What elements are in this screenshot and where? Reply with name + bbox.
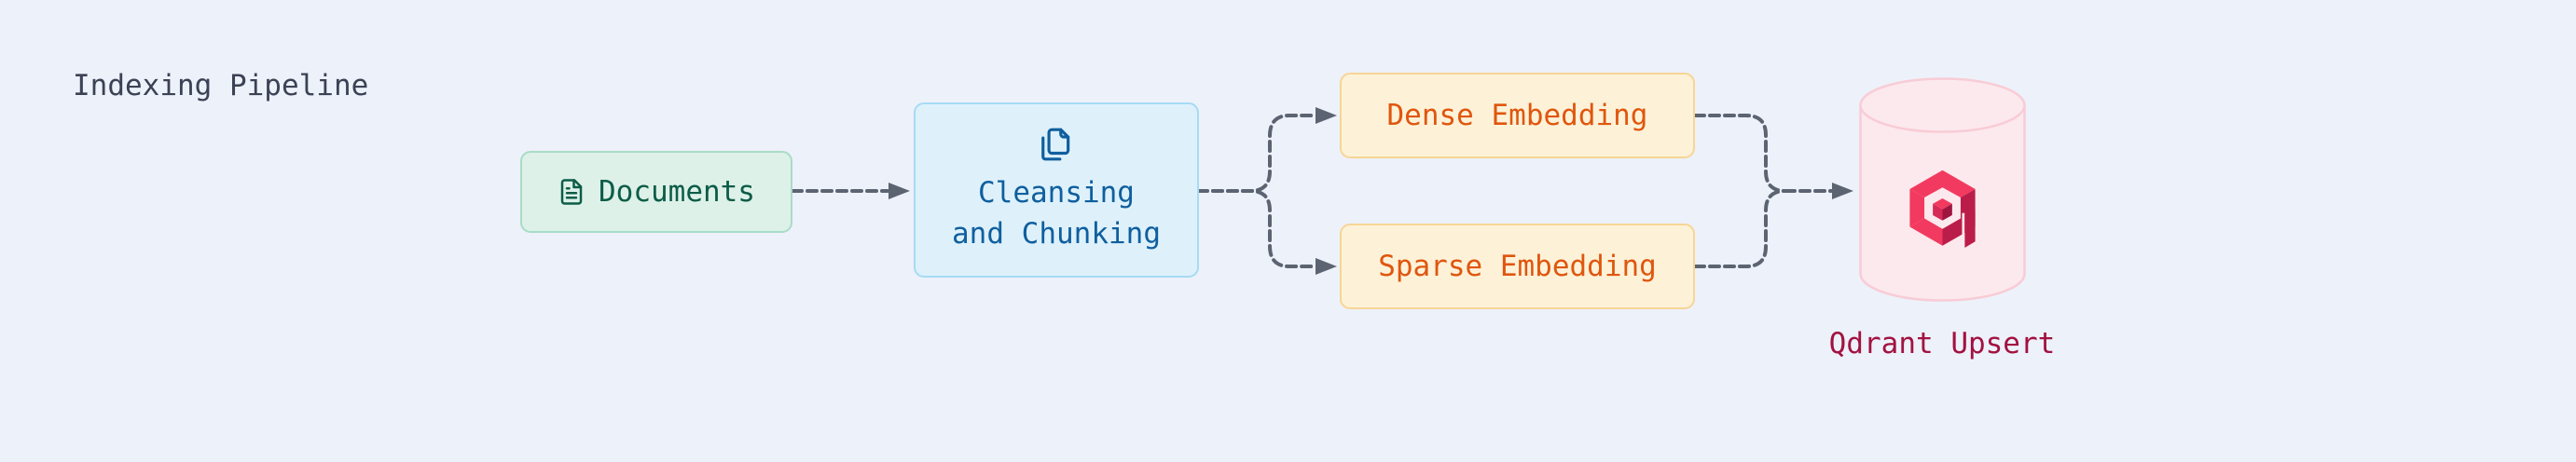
connector-cleansing-to-sparse xyxy=(1196,189,1337,275)
node-cleansing-label-line1: Cleansing xyxy=(978,176,1135,210)
node-documents-label: Documents xyxy=(599,175,755,209)
connector-documents-to-cleansing xyxy=(791,183,910,199)
node-dense-embedding: Dense Embedding xyxy=(1340,73,1695,158)
connector-merge-to-qdrant xyxy=(1784,183,1853,199)
qdrant-database-cylinder-icon xyxy=(1859,77,2026,302)
connector-sparse-to-qdrant xyxy=(1693,189,1787,268)
node-documents: Documents xyxy=(520,151,792,233)
connector-cleansing-to-dense xyxy=(1196,107,1337,193)
node-cleansing-chunking: Cleansing and Chunking xyxy=(914,102,1199,278)
connector-dense-to-qdrant xyxy=(1693,114,1787,193)
node-dense-embedding-label: Dense Embedding xyxy=(1386,99,1648,132)
node-cleansing-label: Cleansing and Chunking xyxy=(952,172,1161,254)
qdrant-logo-icon xyxy=(1909,170,1976,250)
node-cleansing-label-line2: and Chunking xyxy=(952,217,1161,251)
node-sparse-embedding-label: Sparse Embedding xyxy=(1378,250,1657,283)
copy-pages-icon xyxy=(1039,126,1074,163)
diagram-title: Indexing Pipeline xyxy=(73,69,369,102)
node-sparse-embedding: Sparse Embedding xyxy=(1340,224,1695,309)
file-text-icon xyxy=(558,176,585,208)
qdrant-upsert-label: Qdrant Upsert xyxy=(1828,327,2056,360)
